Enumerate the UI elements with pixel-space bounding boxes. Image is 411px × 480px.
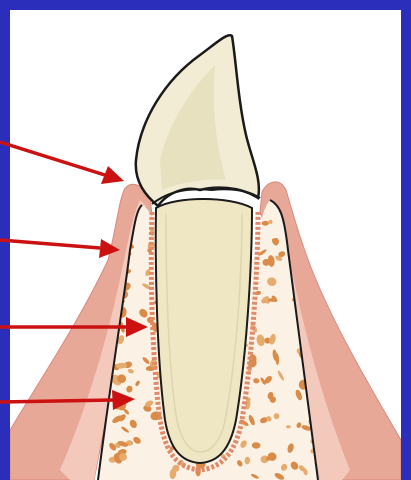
bone-trabecula bbox=[262, 221, 269, 226]
